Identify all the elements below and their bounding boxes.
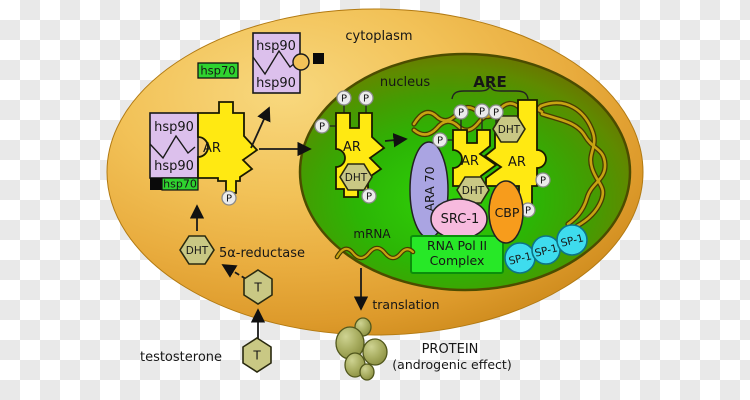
phosphate-badge: P [314, 118, 330, 134]
p-label: P [493, 108, 499, 119]
hsp90-notch [292, 53, 310, 71]
dht-label: DHT [345, 172, 368, 184]
src1-coactivator: SRC-1 [430, 198, 488, 240]
p-label: P [479, 107, 485, 118]
cbp-label: CBP [495, 205, 520, 220]
ar-hsp90-complex: hsp90 hsp90 hsp70 AR P [149, 101, 259, 206]
protein-blobs [335, 317, 388, 381]
phosphate-badge: P [474, 103, 490, 119]
t-label: T [252, 349, 261, 363]
phosphate-badge: P [336, 90, 352, 106]
arrow-dimerization [384, 133, 408, 148]
phosphate-badge: P [488, 104, 504, 120]
sp1-label: SP-1 [508, 250, 533, 267]
p-label: P [341, 94, 347, 105]
hsp70-free-tag: hsp70 [197, 62, 239, 79]
cytoplasm-label: cytoplasm [345, 29, 412, 44]
reductase-label: 5α-reductase [219, 246, 305, 261]
phosphate-badge: P [361, 188, 377, 204]
hsp90-label: hsp90 [256, 76, 296, 91]
phosphate-badge: P [453, 104, 469, 120]
mrna-strand [334, 245, 416, 261]
p-label: P [437, 136, 443, 147]
hsp90-label: hsp90 [154, 120, 194, 135]
testosterone-label: testosterone [140, 350, 222, 365]
rna-pol-label-line2: Complex [430, 253, 485, 268]
cbp-coactivator: CBP [488, 180, 524, 244]
ar-label: AR [343, 140, 361, 155]
arrow-hsp90-dissociation [250, 106, 271, 149]
ar-label: AR [508, 155, 526, 170]
dht-hexagon [339, 163, 373, 191]
phosphate-badge: P [432, 132, 448, 148]
rna-pol-label-line1: RNA Pol II [427, 238, 487, 253]
arrow-5a-reductase [221, 264, 247, 280]
phosphate-badge: P [221, 190, 237, 206]
testosterone-hexagon-outer: T [242, 337, 272, 373]
sp1-circle [556, 224, 588, 256]
mrna-label: mRNA [353, 227, 391, 241]
nucleus-label: nucleus [380, 75, 430, 90]
phosphate-badge: P [535, 172, 551, 188]
p-label: P [226, 194, 232, 205]
ar-label: AR [203, 141, 221, 156]
p-label: P [540, 176, 546, 187]
p-label: P [458, 108, 464, 119]
sp1-label: SP-1 [534, 242, 559, 259]
protein-effect-label: (androgenic effect) [392, 357, 511, 372]
hsp90-label: hsp90 [256, 39, 296, 54]
t-label: T [253, 281, 262, 295]
ar-monomer-nuclear: AR DHT P P P P [314, 90, 386, 204]
cochaperone-square [150, 178, 162, 190]
dht-label: DHT [186, 245, 209, 257]
dht-label: DHT [498, 124, 521, 136]
ar-protein-left [452, 129, 498, 187]
protein-label: PROTEIN [422, 342, 479, 357]
p-label: P [525, 206, 531, 217]
rna-pol-complex: RNA Pol II Complex [410, 235, 504, 274]
ar-protein [197, 101, 259, 194]
p-label: P [319, 122, 325, 133]
phosphate-badge: P [358, 90, 374, 106]
hsp70-label: hsp70 [200, 64, 235, 78]
p-label: P [363, 94, 369, 105]
src1-label: SRC-1 [441, 212, 480, 227]
cochaperone-square [313, 53, 324, 64]
dht-label: DHT [462, 185, 485, 197]
are-label: ARE [473, 73, 506, 91]
sp1-label: SP-1 [560, 232, 585, 249]
hsp90-dimer-released: hsp90 hsp90 [252, 32, 324, 94]
ar-label: AR [461, 154, 479, 169]
translation-label: translation [372, 297, 439, 312]
ara70-label: ARA 70 [422, 166, 437, 211]
are-brace [451, 84, 529, 100]
p-label: P [366, 192, 372, 203]
testosterone-hexagon-inner: T [243, 269, 273, 305]
hsp90-label: hsp90 [154, 159, 194, 174]
hsp70-label: hsp70 [163, 178, 197, 191]
dht-hexagon-cytoplasm: DHT [179, 235, 215, 265]
sp1-factors: SP-1 SP-1 SP-1 [504, 224, 588, 274]
